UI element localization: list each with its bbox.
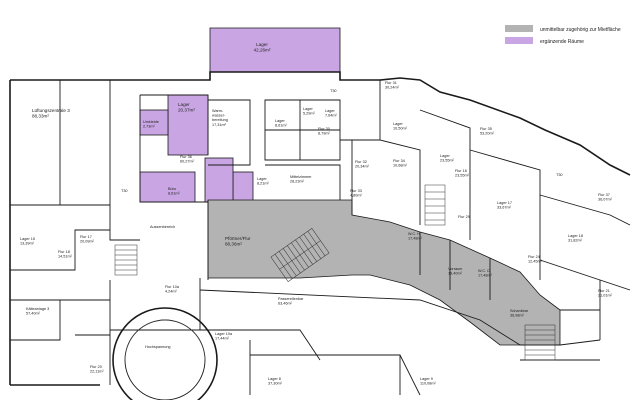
room-buero [139, 171, 196, 203]
stair-right [524, 324, 556, 361]
legend-label-grey: unmittelbar zugehörig zur Mietfläche [540, 27, 621, 33]
label-hochspannung: Hochspannung [145, 345, 171, 349]
label-t30-b: T30 [121, 189, 128, 193]
stairs [114, 184, 556, 361]
stair-main [270, 228, 330, 282]
legend-swatch-purple [505, 37, 533, 44]
room-lager-a [167, 94, 209, 156]
label-aussenbereich: Aussenbereich [150, 225, 175, 229]
room-lager-top [209, 27, 341, 73]
tower [112, 307, 218, 400]
tower-inner [124, 319, 206, 400]
legend-label-purple: ergänzende Räume [540, 39, 584, 45]
rental-area [207, 199, 561, 346]
stair-left [114, 244, 138, 276]
label-t30-c: T30 [556, 173, 563, 177]
label-flur29: Flur 29 [458, 215, 470, 219]
legend: unmittelbar zugehörig zur Mietfläche erg… [505, 25, 621, 45]
room-lager-e [232, 171, 254, 203]
room-foyer [207, 199, 561, 346]
legend-swatch-grey [505, 25, 533, 32]
walls [9, 71, 631, 396]
tower-outer [112, 307, 218, 400]
stair-mid [424, 184, 446, 226]
label-t30-a: T30 [330, 89, 337, 93]
